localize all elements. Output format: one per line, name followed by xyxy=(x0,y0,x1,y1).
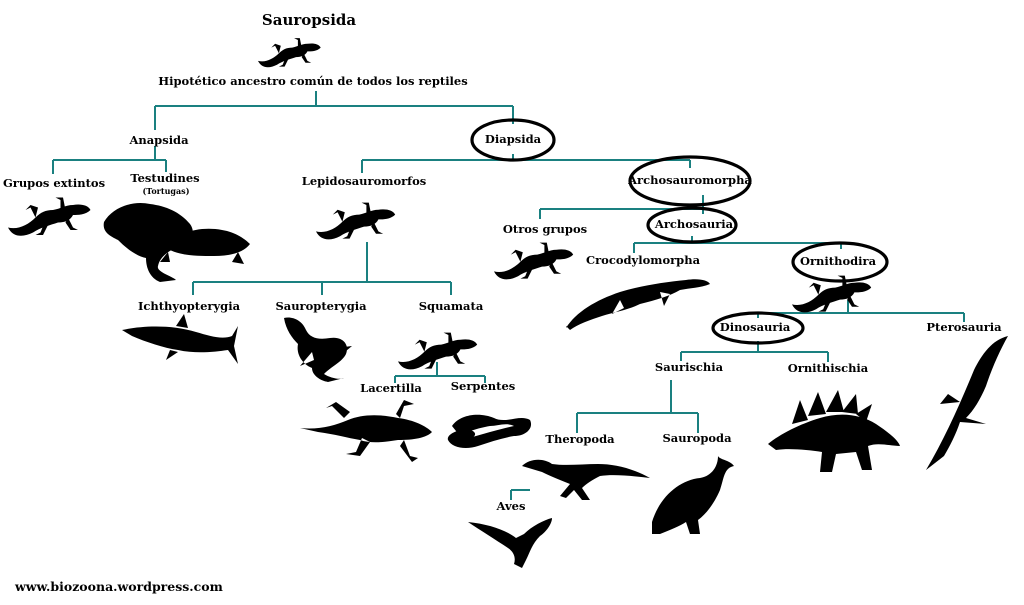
ancestor-lizard-icon xyxy=(258,38,321,68)
label-otros-grupos: Otros grupos xyxy=(502,222,588,236)
label-sauropterygia: Sauropterygia xyxy=(275,299,367,313)
footer-url[interactable]: www.biozoona.wordpress.com xyxy=(15,579,223,594)
label-sauropoda: Sauropoda xyxy=(662,431,732,445)
label-lacertilla: Lacertilla xyxy=(360,381,422,395)
bird-icon xyxy=(468,518,552,568)
title-sauropsida: Sauropsida xyxy=(261,11,357,29)
theropod-icon xyxy=(522,459,650,500)
label-aves: Aves xyxy=(496,499,526,513)
label-archosauromorpha: Archosauromorpha xyxy=(628,173,752,187)
label-ornithodira: Ornithodira xyxy=(799,254,877,268)
other-groups-lizard-icon xyxy=(494,242,574,280)
label-testudines: Testudines xyxy=(130,171,200,185)
label-grupos-extintos: Grupos extintos xyxy=(2,176,106,190)
label-lepidosauromorfos: Lepidosauromorfos xyxy=(301,174,427,188)
crocodile-icon xyxy=(566,279,710,330)
highlight-circles xyxy=(470,118,889,345)
plesiosaur-icon xyxy=(284,317,352,382)
label-saurischia: Saurischia xyxy=(654,360,724,374)
label-squamata: Squamata xyxy=(418,299,484,313)
archosauria-circle xyxy=(646,206,738,244)
dinosauria-circle xyxy=(711,311,805,345)
label-ichthyopterygia: Ichthyopterygia xyxy=(137,299,241,313)
stegosaurus-icon xyxy=(768,390,900,472)
label-ornithischia: Ornithischia xyxy=(787,361,869,375)
lacertilla-lizard-icon xyxy=(300,400,432,462)
snake-icon xyxy=(447,414,532,448)
silhouettes xyxy=(8,38,1008,568)
label-theropoda: Theropoda xyxy=(545,432,615,446)
lepidosaur-lizard-icon xyxy=(316,202,396,240)
label-tortugas: (Tortugas) xyxy=(142,186,190,196)
ornithodira-circle xyxy=(791,241,889,283)
archosauromorpha-circle xyxy=(628,155,752,207)
ichthyosaur-icon xyxy=(122,314,238,364)
label-dinosauria: Dinosauria xyxy=(719,320,791,334)
label-anapsida: Anapsida xyxy=(129,133,189,147)
sauropod-icon xyxy=(652,456,734,534)
pterosaur-icon xyxy=(926,336,1008,470)
label-serpentes: Serpentes xyxy=(450,379,516,393)
diapsida-circle xyxy=(470,118,556,162)
label-ancestor: Hipotético ancestro común de todos los r… xyxy=(158,74,468,88)
label-crocodylomorpha: Crocodylomorpha xyxy=(585,253,701,267)
extinct-groups-lizard-icon xyxy=(8,197,91,236)
label-archosauria: Archosauria xyxy=(654,217,734,231)
turtle-icon xyxy=(103,202,250,282)
label-diapsida: Diapsida xyxy=(484,132,542,146)
label-pterosauria: Pterosauria xyxy=(926,320,1002,334)
